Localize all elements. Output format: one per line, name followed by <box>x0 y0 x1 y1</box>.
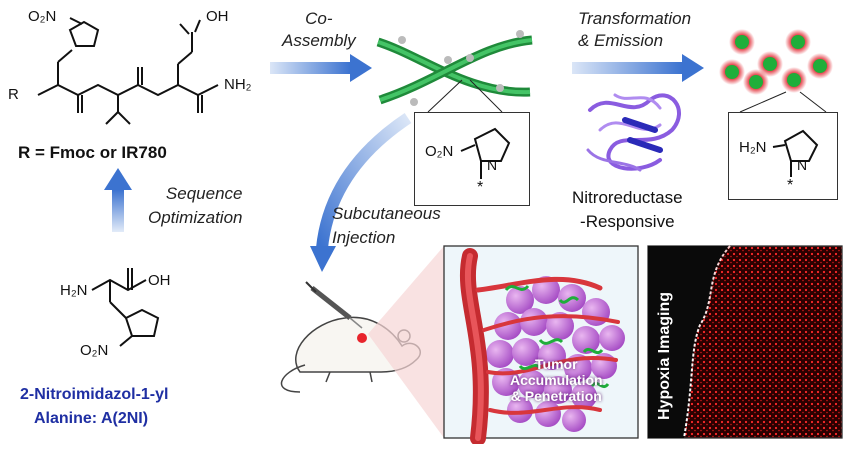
nitroreductase-enzyme <box>586 93 681 172</box>
aminoimidazole-box: H₂N N * <box>728 112 838 200</box>
nanofibers <box>376 30 533 113</box>
monomer-name-line2: Alanine: A(2NI) <box>34 410 149 427</box>
nanoparticles <box>719 29 833 113</box>
label-transformation: Transformation & Emission <box>578 9 692 50</box>
r-group-label: R = Fmoc or IR780 <box>18 143 167 162</box>
nanofiber-strands <box>504 284 610 389</box>
hypoxia-panel <box>647 245 843 439</box>
arrow-co-assembly <box>270 54 372 82</box>
arrow-injection <box>310 113 412 272</box>
blood-vessels <box>459 248 620 446</box>
peptide-no2: O₂N <box>28 8 57 25</box>
monomer-name-line1: 2-Nitroimidazol-1-yl <box>20 386 169 403</box>
monomer-structure <box>91 268 160 347</box>
label-tumor: Tumor Accumulation & Penetration <box>510 356 603 404</box>
peptide-r: R <box>8 86 19 103</box>
product-box-h2n: H₂N <box>739 139 767 156</box>
monomer-h2n: H₂N <box>60 282 88 299</box>
label-hypoxia-imaging: Hypoxia Imaging <box>656 291 673 420</box>
product-box-star: * <box>787 177 794 194</box>
label-injection: Subcutaneous Injection <box>332 204 441 247</box>
fiber-box-n: N <box>487 157 498 173</box>
label-sequence-optimization: Sequence Optimization <box>148 184 243 227</box>
peptide-amide: NH₂ <box>224 76 252 93</box>
product-box-n: N <box>797 157 808 173</box>
aminoimidazole-ring <box>772 129 819 177</box>
peptide-acid: OH <box>206 8 229 25</box>
tumor-spheres <box>486 276 625 432</box>
monomer-o2n: O₂N <box>80 342 109 359</box>
zoom-wedge <box>368 246 444 438</box>
peptide-structure <box>37 17 219 125</box>
label-co-assembly: Co- Assembly <box>282 9 356 50</box>
monomer-oh: OH <box>148 272 171 289</box>
tumor-site-marker <box>357 333 367 343</box>
fiber-box-o2n: O₂N <box>425 143 454 160</box>
syringe-icon <box>305 281 363 329</box>
nitroimidazole-box: O₂N N * <box>414 112 530 206</box>
arrow-transformation <box>572 54 704 82</box>
fiber-box-star: * <box>477 179 484 196</box>
label-nitroreductase: Nitroreductase -Responsive <box>572 188 683 231</box>
nitroimidazole-ring <box>460 127 511 179</box>
tumor-panel <box>443 245 639 446</box>
arrow-sequence-optimization <box>104 168 132 232</box>
